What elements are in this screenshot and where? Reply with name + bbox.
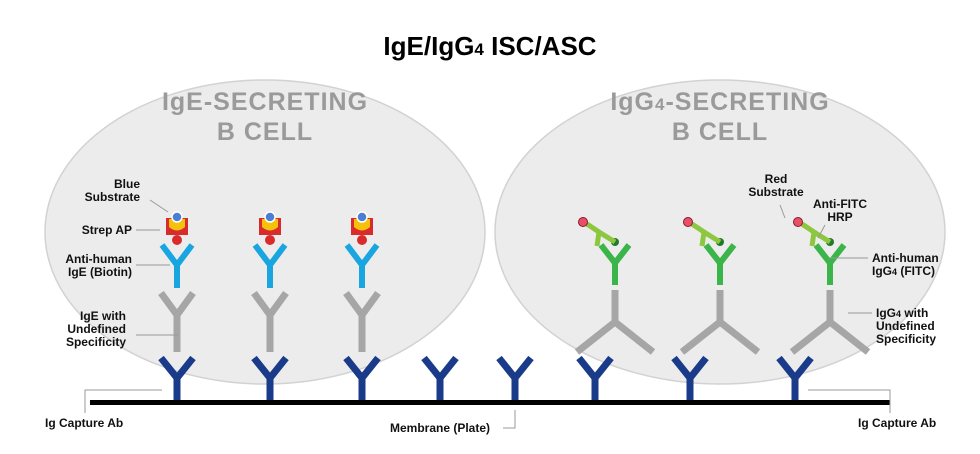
anti-human-ige-antibody-shape <box>344 243 380 288</box>
label-ig-capture-right: Ig Capture Ab <box>858 416 936 430</box>
strep-ap-cup <box>262 219 278 231</box>
capture-antibody <box>158 355 196 400</box>
igg4-secreted-antibody-shape <box>789 290 871 355</box>
capture-antibody-shape <box>576 355 614 400</box>
left-cell-label-line2: B CELL <box>217 118 313 146</box>
label-membrane: Membrane (Plate) <box>390 421 490 435</box>
strep-ap-cup <box>169 219 185 231</box>
blue-substrate-dot <box>356 211 368 223</box>
red-substrate-dot <box>793 217 803 227</box>
capture-antibody-shape <box>776 355 814 400</box>
label-strep-ap: Strep AP <box>82 223 132 237</box>
anti-human-ige-antibody <box>344 243 380 288</box>
anti-human-igg4-antibody <box>598 243 632 285</box>
leader-capture-left <box>84 389 162 413</box>
secreted-antibodies <box>158 290 871 355</box>
capture-antibody <box>671 355 709 400</box>
anti-fitc-hrp <box>800 221 832 247</box>
capture-antibodies <box>158 355 814 400</box>
capture-antibody-shape <box>251 355 289 400</box>
detection-antibodies <box>159 211 847 288</box>
capture-antibody <box>343 355 381 400</box>
anti-human-igg4-antibody-shape <box>813 243 847 285</box>
capture-antibody <box>576 355 614 400</box>
capture-antibody-shape <box>496 355 534 400</box>
ige-secreted-antibody-shape <box>251 290 289 352</box>
capture-antibody <box>776 355 814 400</box>
anti-human-igg4-antibody <box>703 243 737 285</box>
label-ig-capture-left: Ig Capture Ab <box>45 416 123 430</box>
igg4-secreted-antibody <box>679 290 761 355</box>
red-substrate-dot <box>578 217 588 227</box>
right-cell-label-line1: IgG4-SECRETING <box>610 88 829 116</box>
diagram-title: IgE/IgG4 ISC/ASC <box>383 31 596 61</box>
leader-anti-fitc-hrp <box>817 224 826 239</box>
anti-human-ige-antibody-shape <box>159 243 195 288</box>
anti-human-ige-antibody <box>252 243 288 288</box>
ige-secreted-antibody-shape <box>343 290 381 352</box>
anti-fitc-hrp <box>690 221 722 247</box>
ige-secreted-antibody <box>158 290 196 352</box>
anti-human-ige-antibody <box>159 243 195 288</box>
capture-antibody-shape <box>158 355 196 400</box>
right-cell-label-line2: B CELL <box>672 118 768 146</box>
strep-ap-cup <box>354 219 370 231</box>
membrane-plate <box>90 400 890 405</box>
capture-antibody <box>251 355 289 400</box>
ige-secreted-antibody <box>343 290 381 352</box>
igg4-secreted-antibody-shape <box>679 290 761 355</box>
capture-antibody-shape <box>343 355 381 400</box>
biotin-dot <box>357 235 367 245</box>
igg4-secreted-antibody <box>574 290 656 355</box>
anti-fitc-hrp <box>585 221 617 247</box>
capture-antibody-shape <box>671 355 709 400</box>
leader-red-substrate <box>779 204 786 219</box>
anti-human-igg4-antibody-shape <box>703 243 737 285</box>
capture-antibody <box>496 355 534 400</box>
anti-human-ige-antibody-shape <box>252 243 288 288</box>
biotin-dot <box>265 235 275 245</box>
ige-secreted-antibody <box>251 290 289 352</box>
anti-human-igg4-antibody-shape <box>598 243 632 285</box>
capture-antibody-shape <box>421 355 459 400</box>
capture-antibody <box>421 355 459 400</box>
igg4-secreted-antibody <box>789 290 871 355</box>
left-cell-label-line1: IgE-SECRETING <box>162 88 368 116</box>
red-substrate-dot <box>683 217 693 227</box>
igg4-secreted-antibody-shape <box>574 290 656 355</box>
leader-capture-right <box>808 389 891 413</box>
anti-human-igg4-antibody <box>813 243 847 285</box>
ige-secreted-antibody-shape <box>158 290 196 352</box>
blue-substrate-dot <box>171 211 183 223</box>
biotin-dot <box>172 235 182 245</box>
blue-substrate-dot <box>264 211 276 223</box>
leader-membrane <box>503 410 516 429</box>
leader-blue-substrate <box>149 199 169 213</box>
